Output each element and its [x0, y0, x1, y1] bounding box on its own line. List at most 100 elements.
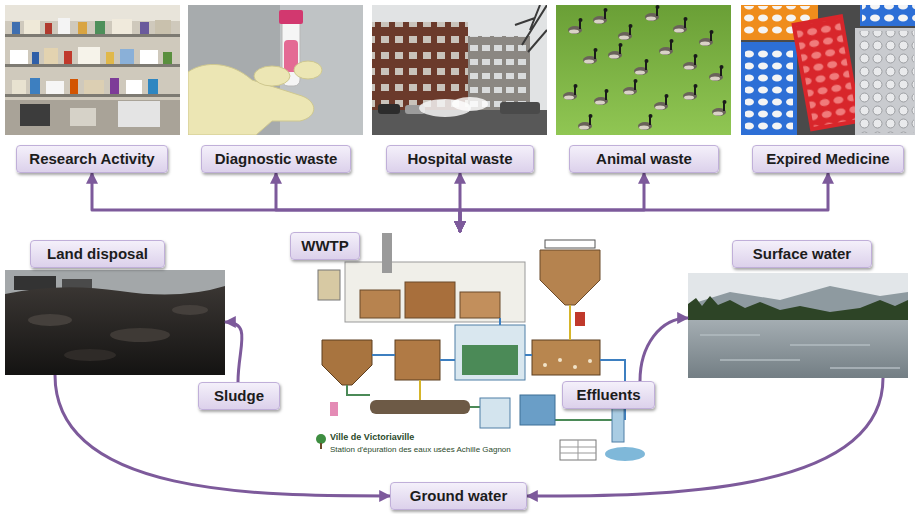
node-label: Surface water: [743, 245, 861, 263]
hospital-photo: [452, 97, 488, 111]
wwtp-schematic: [455, 325, 525, 380]
node-label: Sludge: [209, 387, 269, 405]
stage-region: Land disposal: [5, 240, 225, 375]
geese-photo: [623, 79, 638, 95]
lab-photo: [78, 22, 87, 34]
geese-photo: [556, 5, 731, 135]
lab-photo: [32, 52, 39, 64]
flow-arrow: [640, 318, 688, 381]
lake-photo: [688, 273, 908, 378]
node-label: Ground water: [401, 487, 516, 505]
node-label: Animal waste: [580, 150, 708, 168]
soil-photo: [5, 270, 225, 375]
label-box: Sludge: [198, 382, 280, 410]
wwtp-schematic: [605, 447, 645, 461]
hospital-photo: [515, 5, 547, 52]
lab-photo: [5, 5, 180, 21]
soil-photo: [5, 286, 225, 375]
diagnostic-photo: [188, 64, 314, 135]
flow-arrow: [276, 173, 460, 232]
node-label: Research Activity: [27, 150, 157, 168]
node-label: Effluents: [573, 386, 644, 404]
medicine-photo: [860, 5, 915, 26]
lab-photo: [64, 51, 72, 64]
lab-photo: [5, 94, 180, 97]
stage-region: Surface water: [688, 240, 908, 378]
lab-photo: [155, 20, 171, 34]
soil-photo: [172, 305, 208, 315]
geese-photo: [683, 54, 698, 70]
lake-photo: [688, 296, 908, 320]
lab-photo: [46, 81, 64, 94]
flow-arrow: [460, 173, 828, 232]
diagnostic-photo: [188, 5, 363, 135]
wwtp-schematic: [540, 250, 600, 305]
wwtp-schematic: [545, 240, 595, 248]
lab-photo: [24, 20, 40, 34]
medicine-photo: [858, 31, 914, 133]
label-box: Effluents: [562, 381, 655, 409]
lab-photo: [70, 108, 96, 126]
flow-arrow: [92, 173, 460, 232]
label-box: Diagnostic waste: [201, 145, 351, 173]
wwtp-schematic: [320, 443, 322, 449]
wwtp-schematic: [420, 305, 570, 400]
hospital-photo: [378, 104, 400, 114]
wwtp-schematic: [532, 340, 600, 375]
soil-photo: [64, 349, 116, 361]
medicine-photo: [862, 5, 915, 24]
geese-photo: [608, 43, 623, 59]
diagnostic-photo: [279, 10, 303, 24]
geese-photo: [568, 18, 583, 34]
medicine-photo: [791, 14, 861, 131]
lab-photo: [70, 79, 78, 94]
label-chip: Land disposal: [30, 240, 165, 268]
label-box: Animal waste: [569, 145, 719, 173]
soil-photo: [28, 314, 72, 326]
wwtp-schematic: [405, 282, 455, 318]
wwtp-schematic: [330, 402, 338, 416]
plant-name: Station d'épuration des eaux usées Achil…: [330, 445, 511, 455]
lab-photo: [12, 22, 20, 34]
node-label: Land disposal: [41, 245, 154, 263]
geese-photo: [654, 94, 669, 110]
medicine-photo: [741, 42, 797, 135]
soil-photo: [5, 270, 225, 375]
geese-photo: [563, 84, 578, 100]
wwtp-schematic: [360, 290, 400, 318]
lab-photo: [58, 18, 70, 34]
hospital-photo: [372, 5, 547, 135]
wwtp-schematic: [462, 345, 518, 375]
wwtp-schematic: [316, 434, 326, 444]
geese-photo: [618, 24, 633, 40]
medicine-photo: [741, 5, 915, 135]
node-label: Hospital waste: [397, 150, 523, 168]
diagnostic-photo: [294, 61, 322, 79]
lab-photo: [5, 5, 180, 135]
lab-photo: [126, 80, 142, 94]
lab-photo: [112, 19, 132, 34]
wwtp-schematic: [588, 359, 592, 363]
geese-photo: [638, 114, 653, 130]
medicine-photo: [796, 19, 857, 127]
diagnostic-photo: [254, 66, 290, 86]
hospital-photo: [372, 22, 468, 112]
label-chip: Surface water: [732, 240, 872, 268]
lake-photo: [688, 273, 908, 378]
lab-photo: [110, 78, 119, 94]
wwtp-schematic: [560, 440, 596, 460]
geese-photo: [556, 5, 731, 135]
geese-photo: [594, 89, 609, 105]
wwtp-schematic: [318, 270, 340, 300]
lab-photo: [45, 23, 52, 34]
geese-photo: [645, 5, 660, 21]
lab-photo: [5, 5, 180, 135]
medicine-photo: [855, 28, 915, 135]
lab-photo: [163, 52, 172, 64]
wwtp-schematic: [395, 340, 440, 380]
lab-photo: [5, 64, 180, 67]
label-box: Hospital waste: [386, 145, 534, 173]
lab-photo: [5, 100, 180, 135]
lab-photo: [10, 50, 28, 64]
geese-photo: [578, 114, 593, 130]
